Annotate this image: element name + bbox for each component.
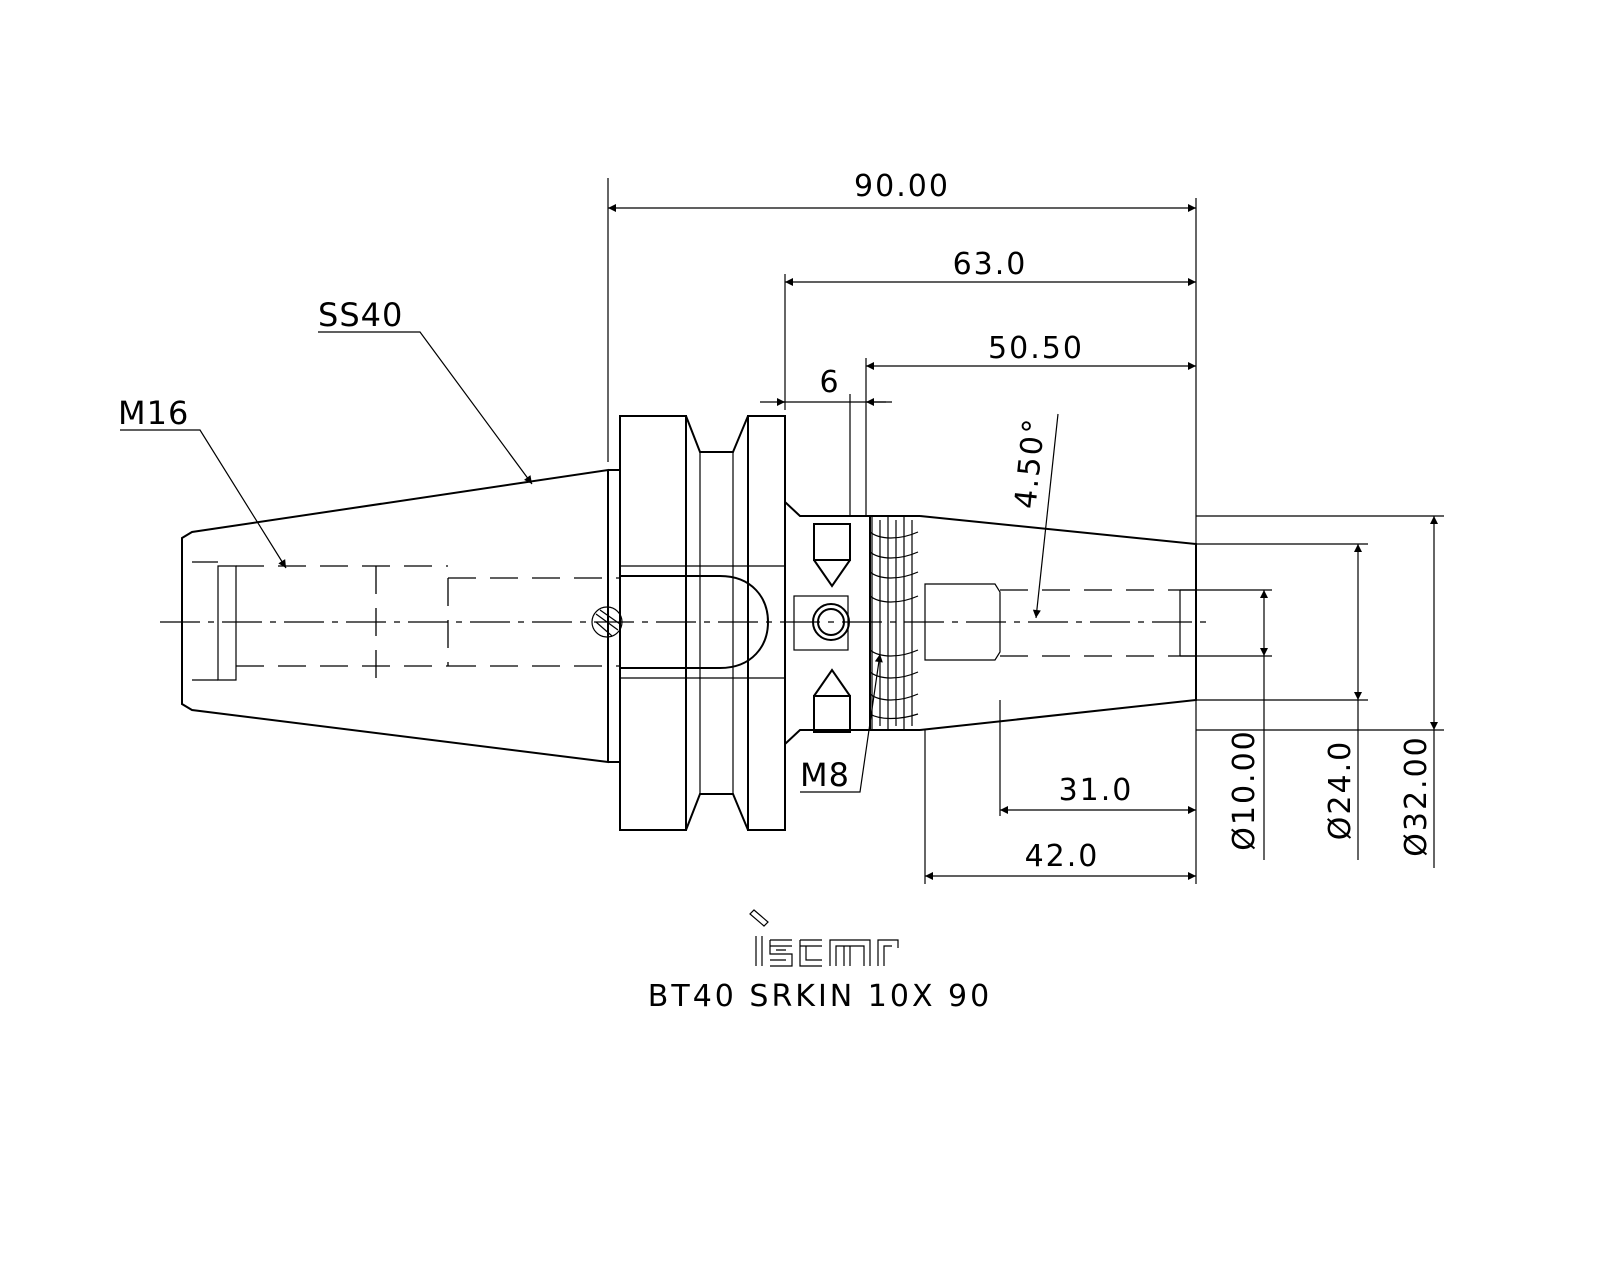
- label-overall-length: 90.00: [854, 169, 950, 204]
- label-taper-angle: 4.50°: [1008, 416, 1052, 511]
- pull-stud-bore: [236, 565, 620, 667]
- front-bore: [1000, 589, 1196, 657]
- side-screw-top: [813, 523, 851, 588]
- bt40-taper-shank: [181, 468, 609, 764]
- label-flange-to-end: 63.0: [953, 247, 1028, 282]
- callout-pull-stud-thread: M16: [118, 394, 189, 432]
- label-flange-gap: 6: [819, 365, 840, 400]
- tool-holder-outline: [160, 415, 1210, 831]
- dimension-lines: [607, 178, 1444, 884]
- label-nose-diameter: Ø24.0: [1323, 740, 1358, 840]
- callout-leaders: [120, 331, 883, 793]
- callout-taper: SS40: [318, 296, 403, 334]
- label-body-diameter: Ø32.00: [1399, 735, 1434, 857]
- part-number: BT40 SRKIN 10X 90: [648, 979, 992, 1014]
- dim-taper-angle-leader: [1032, 413, 1059, 619]
- side-screw-bottom: [813, 668, 851, 733]
- v-groove: [685, 415, 749, 831]
- callout-side-screw-thread: M8: [800, 756, 850, 794]
- body-cylinder: [784, 501, 871, 745]
- label-nose-length: 42.0: [1025, 839, 1100, 874]
- dimension-labels: 90.00 63.0 50.50 6 31.0 42.0 4.50° Ø10.0…: [819, 169, 1434, 874]
- iscar-logo: [749, 909, 899, 967]
- label-thread-to-end: 50.50: [988, 331, 1084, 366]
- flange-right: [747, 415, 786, 831]
- label-bore-diameter: Ø10.00: [1227, 729, 1262, 851]
- flange-left: [619, 415, 687, 831]
- nose-taper: [919, 515, 1197, 731]
- threaded-section: [869, 515, 920, 731]
- cross-pin-pocket: [793, 595, 849, 651]
- label-bore-depth: 31.0: [1059, 773, 1134, 808]
- callout-labels: SS40 M16 M8: [118, 296, 850, 794]
